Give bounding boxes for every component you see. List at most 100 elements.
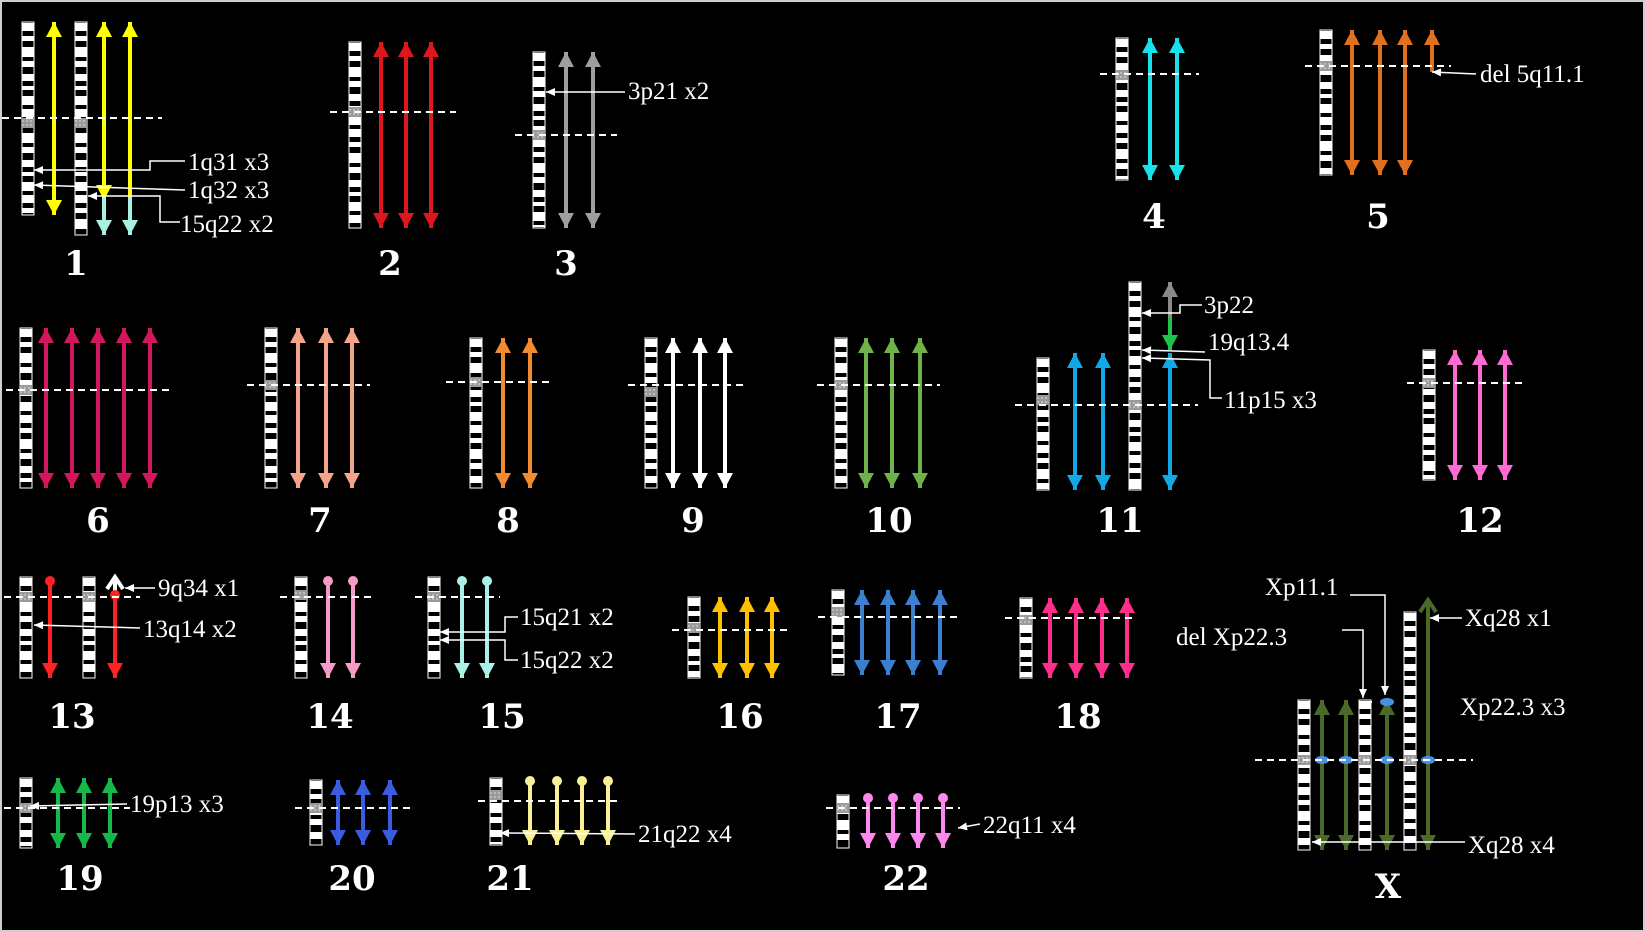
chromosome-number: 1 [64, 244, 88, 284]
copy-arrow-chr-21-4 [600, 776, 616, 845]
svg-text:Xp22.3 x3: Xp22.3 x3 [1460, 694, 1566, 721]
svg-text:13q14 x2: 13q14 x2 [143, 616, 237, 643]
copy-arrow-chr-2-3 [423, 42, 439, 228]
ideogram-chr-13a [19, 576, 33, 679]
ideogram-chr-18 [1019, 597, 1033, 679]
ideogram-chr-22 [836, 794, 850, 849]
copy-arrow-chr-7-1 [290, 328, 306, 488]
chromosome-number: 2 [378, 244, 402, 284]
copy-arrow-chr-2-2 [398, 42, 414, 228]
svg-text:3p21 x2: 3p21 x2 [628, 78, 709, 105]
annotation-15q22-on-1: 15q22 x2 [88, 192, 274, 238]
copy-arrow-chr-22-1 [860, 793, 876, 848]
copy-arrow-chr-22-4 [935, 793, 951, 848]
copy-arrow-chr-15-1 [454, 576, 470, 678]
ideogram-chr-11b [1128, 281, 1142, 491]
copy-arrow-chr-17-1 [854, 590, 870, 675]
annotation-Xq28x4: Xq28 x4 [1312, 832, 1555, 859]
copy-arrow-chr-6-3 [90, 328, 106, 488]
copy-arrow-chr-5-1 [1344, 30, 1360, 175]
chromosome-number: 17 [874, 697, 921, 737]
copy-arrow-chr-4-2 [1169, 38, 1185, 180]
svg-text:1q31 x3: 1q31 x3 [188, 149, 269, 176]
ideogram-chr-16 [687, 596, 701, 679]
copy-arrow-chr-18-2 [1068, 598, 1084, 678]
copy-arrow-chr-14-1 [320, 576, 336, 678]
copy-arrow-chr-21-1 [522, 776, 538, 845]
chromosome-number: 20 [328, 859, 375, 899]
annotation-19q13: 19q13.4 [1141, 329, 1290, 356]
copy-arrow-chr-10-3 [912, 338, 928, 488]
ideogram-chr-13b [82, 576, 96, 679]
annotation-1q31: 1q31 x3 [34, 149, 269, 176]
copy-arrow-chr-19-3 [102, 778, 118, 848]
copy-arrow-chr-6-2 [64, 328, 80, 488]
copy-arrow-layer [38, 22, 1513, 850]
ideogram-chr-8 [469, 337, 483, 489]
chromosome-number: 4 [1142, 197, 1166, 237]
annotation-19p13: 19p13 x3 [29, 791, 224, 818]
chromosome-number: 8 [496, 501, 520, 541]
ideogram-chr-12 [1422, 349, 1436, 481]
copy-arrow-chr-10-2 [884, 338, 900, 488]
ideogram-chr-11a [1036, 357, 1050, 491]
copy-arrow-chr-1-4 [122, 22, 138, 235]
copy-arrow-chr-11-2 [1095, 353, 1111, 490]
chromosome-number: X [1375, 867, 1402, 907]
ideogram-chr-Xb [1358, 699, 1372, 851]
copy-arrow-chr-15-2 [479, 576, 495, 678]
svg-text:9q34 x1: 9q34 x1 [158, 575, 239, 602]
copy-arrow-chr-18-3 [1094, 598, 1110, 678]
annotation-15q22: 15q22 x2 [440, 636, 614, 674]
annotation-9q34: 9q34 x1 [125, 575, 239, 602]
svg-text:19q13.4: 19q13.4 [1208, 329, 1290, 356]
ideogram-layer [19, 21, 1436, 851]
ideogram-chr-Xc [1403, 611, 1417, 851]
ideogram-chr-14 [294, 576, 308, 679]
chromosome-number: 6 [86, 501, 110, 541]
chromosome-number: 9 [681, 501, 705, 541]
ideogram-chr-9 [644, 337, 658, 489]
svg-text:11p15 x3: 11p15 x3 [1224, 387, 1317, 414]
svg-text:del Xp22.3: del Xp22.3 [1176, 624, 1287, 651]
svg-text:Xp11.1: Xp11.1 [1265, 574, 1338, 601]
annotation-3p21: 3p21 x2 [546, 78, 709, 105]
chromosome-number: 21 [486, 859, 533, 899]
ideogram-chr-20 [309, 779, 323, 846]
chromosome-number: 7 [308, 501, 332, 541]
copy-arrow-chr-8-1 [495, 338, 511, 488]
ideogram-chr-6 [19, 327, 33, 489]
copy-arrow-chr-7-2 [318, 328, 334, 488]
annotation-3p22: 3p22 [1142, 292, 1254, 319]
chromosome-number: 18 [1054, 697, 1101, 737]
svg-text:1q32 x3: 1q32 x3 [188, 177, 269, 204]
annotation-Xq28x1: Xq28 x1 [1430, 605, 1552, 632]
ideogram-chr-Xa [1297, 699, 1311, 851]
chromosome-number: 15 [478, 697, 525, 737]
copy-arrow-chr-4-1 [1142, 38, 1158, 180]
copy-arrow-chr-19-1 [50, 778, 66, 848]
copy-arrow-chr-5-2 [1372, 30, 1388, 175]
copy-arrow-chr-9-1 [665, 338, 681, 488]
copy-arrow-chr-2-1 [373, 42, 389, 228]
copy-arrow-chr-11-1 [1067, 353, 1083, 490]
x-band-markers [1315, 698, 1435, 764]
annotation-11p15: 11p15 x3 [1141, 354, 1317, 414]
svg-text:del 5q11.1: del 5q11.1 [1480, 61, 1585, 88]
copy-arrow-chr-22-3 [910, 793, 926, 848]
svg-text:Xq28 x1: Xq28 x1 [1465, 605, 1552, 632]
chromosome-number: 14 [306, 697, 353, 737]
annotation-delXp22: del Xp22.3 [1176, 624, 1367, 698]
copy-arrow-chr-6-5 [142, 328, 158, 488]
copy-arrow-chr-3-1 [558, 52, 574, 228]
chromosome-number: 10 [865, 501, 912, 541]
copy-arrow-chr-16-3 [764, 597, 780, 678]
chromosome-number: 11 [1096, 501, 1143, 541]
copy-arrow-chr-17-4 [932, 590, 948, 675]
copy-arrow-chr-18-1 [1042, 598, 1058, 678]
svg-text:22q11 x4: 22q11 x4 [983, 812, 1076, 839]
svg-text:15q22 x2: 15q22 x2 [180, 211, 274, 238]
ideogram-chr-3 [532, 51, 546, 229]
